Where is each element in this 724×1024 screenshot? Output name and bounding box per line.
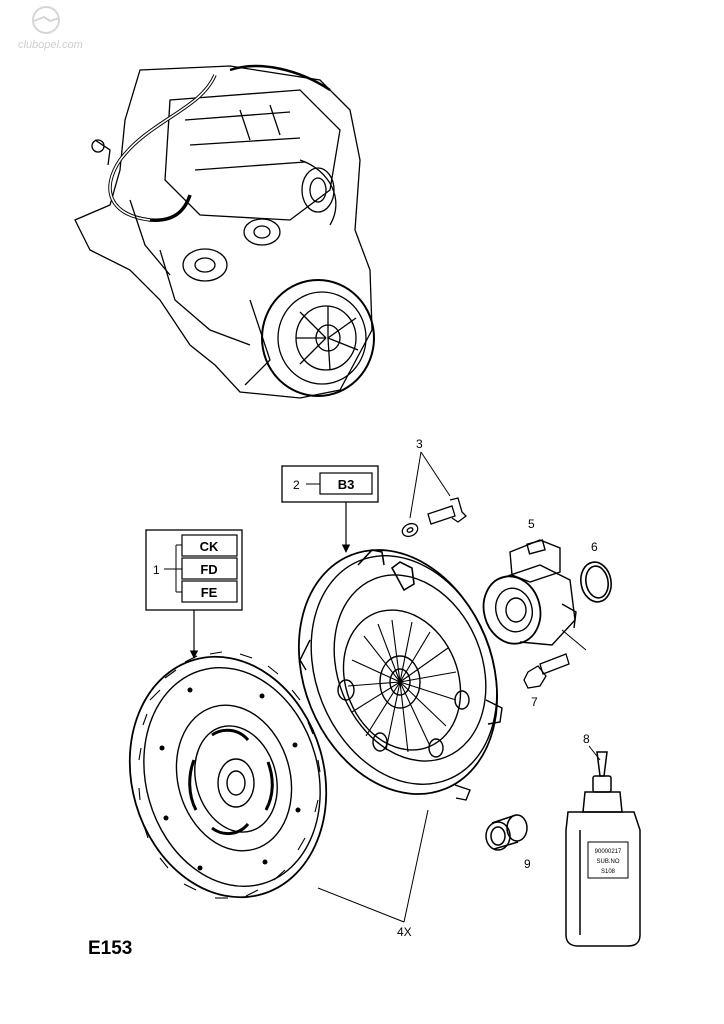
diagram-reference: E153: [88, 938, 132, 959]
bottle-label-line-1: 90000217: [595, 849, 622, 855]
callout-6: 6: [591, 540, 598, 554]
engine-illustration: [74, 64, 375, 399]
release-bearing: [482, 539, 577, 646]
bolt-and-washer: [401, 497, 467, 538]
o-ring: [580, 561, 612, 603]
code-box-pressure-plate: 2 B3: [281, 465, 379, 503]
opel-logo: [32, 6, 60, 34]
code-fe: FE: [201, 585, 218, 600]
clutch-disc: [128, 651, 328, 899]
leader-4x-plate: [403, 809, 429, 923]
callout-5: 5: [528, 517, 535, 531]
code-box-disc: 1 CK FD FE: [145, 529, 243, 611]
code-ck: CK: [200, 539, 219, 554]
lubricant-bottle: [565, 751, 641, 947]
code-b3: B3: [338, 477, 355, 492]
bearing-bolt: [523, 653, 570, 689]
callout-8: 8: [583, 732, 590, 746]
watermark-text: clubopel.com: [18, 39, 83, 51]
callout-3: 3: [416, 437, 423, 451]
leader-4x-disc: [317, 887, 405, 923]
bottle-label-line-2: SUB.NO: [596, 859, 619, 865]
callout-1: 1: [153, 563, 160, 577]
pilot-bushing: [485, 814, 528, 851]
callout-7: 7: [531, 695, 538, 709]
callout-4x: 4X: [397, 925, 412, 939]
pressure-plate: [297, 549, 503, 801]
bottle-label: 90000217 SUB.NO S108: [587, 841, 629, 879]
callout-9: 9: [524, 857, 531, 871]
bottle-label-line-3: S108: [601, 869, 616, 875]
code-fd: FD: [200, 562, 217, 577]
callout-2: 2: [293, 478, 300, 492]
